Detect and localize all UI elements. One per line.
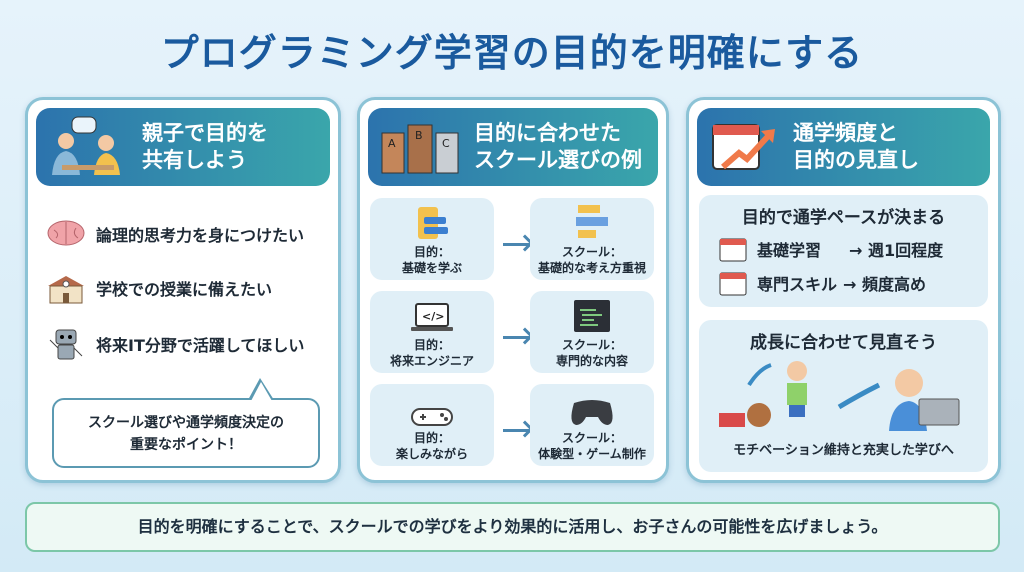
school-text: 体験型・ゲーム制作	[538, 447, 646, 461]
card-share-goals: 親子で目的を共有しよう 論理的思考力を身につけたい 学校での授業に備えたい 将来…	[25, 97, 341, 483]
header-line: 通学頻度と	[793, 121, 898, 145]
goal-label: 目的：	[413, 245, 450, 259]
school-text: 基礎的な考え方重視	[537, 261, 646, 275]
goal-label: 目的：	[413, 338, 450, 352]
panel-title: 成長に合わせて見直そう	[750, 333, 937, 353]
goal-text: 基礎を学ぶ	[401, 261, 462, 275]
school-box: スクール： 体験型・ゲーム制作	[530, 384, 654, 466]
arrow-icon	[503, 429, 529, 432]
goal-text: 楽しみながら	[395, 447, 468, 461]
goal-box: 目的： 基礎を学ぶ	[370, 198, 494, 280]
goal-text: 将来IT分野で活躍してほしい	[96, 336, 305, 355]
goal-box: </> 目的： 将来エンジニア	[370, 291, 494, 373]
panel-caption: モチベーション維持と充実した学びへ	[733, 443, 954, 458]
brain-icon	[47, 220, 85, 246]
pace-panel: 目的で通学ペースが決まる 基礎学習 → 週1回程度 専門スキル → 頻度高め	[699, 195, 988, 307]
calendar-growth-icon	[712, 124, 775, 170]
header-line: 目的に合わせた	[474, 121, 621, 145]
calendar-icon	[719, 238, 747, 262]
school-box: スクール： 基礎的な考え方重視	[530, 198, 654, 280]
code-blocks-icon	[576, 205, 608, 238]
pace-right: → 週1回程度	[849, 241, 944, 260]
parent-child-talk-icon	[52, 116, 120, 175]
block-programming-icon	[418, 207, 448, 239]
card-header: 通学頻度と目的の見直し	[697, 108, 990, 186]
school-box: スクール： 専門的な内容	[530, 291, 654, 373]
goal-item: 学校での授業に備えたい	[46, 272, 272, 304]
arrow-icon	[503, 336, 529, 339]
pace-left: 基礎学習	[757, 241, 822, 260]
page-title: プログラミング学習の目的を明確にする	[160, 31, 864, 75]
goal-item: 論理的思考力を身につけたい	[46, 218, 304, 250]
card-frequency-review: 通学頻度と目的の見直し 目的で通学ペースが決まる 基礎学習 → 週1回程度 専門ス…	[686, 97, 1001, 483]
header-line: 共有しよう	[142, 148, 247, 172]
calendar-icon	[719, 272, 747, 296]
bubble-line: スクール選びや通学頻度決定の	[88, 415, 284, 431]
goal-text: 学校での授業に備えたい	[96, 280, 273, 299]
panel-title: 目的で通学ペースが決まる	[741, 208, 946, 228]
child-growth-illustration	[718, 361, 959, 431]
svg-text:B: B	[415, 129, 423, 142]
card-school-examples: A B C 目的に合わせたスクール選びの例 目的： 基礎を学ぶ スクール： 基礎的な考え…	[357, 97, 669, 483]
school-label: スクール：	[561, 431, 622, 445]
goal-text: 将来エンジニア	[389, 354, 474, 368]
school-label: スクール：	[561, 245, 622, 259]
svg-text:A: A	[388, 137, 396, 150]
key-point-bubble: スクール選びや通学頻度決定の重要なポイント！	[52, 398, 320, 468]
arrow-icon	[503, 243, 529, 246]
gamepad-icon	[411, 408, 453, 426]
card-header: A B C 目的に合わせたスクール選びの例	[368, 108, 658, 186]
school-icon	[48, 276, 84, 304]
header-line: スクール選びの例	[474, 148, 642, 172]
summary-banner: 目的を明確にすることで、スクールでの学びをより効果的に活用し、お子さんの可能性を…	[25, 502, 1000, 552]
pace-row: 専門スキル → 頻度高め	[719, 270, 988, 296]
goal-label: 目的：	[413, 431, 450, 445]
goal-text: 論理的思考力を身につけたい	[96, 226, 305, 245]
robot-icon	[49, 329, 83, 360]
goal-item: 将来IT分野で活躍してほしい	[46, 326, 304, 362]
school-label: スクール：	[561, 338, 622, 352]
header-line: 目的の見直し	[793, 148, 919, 172]
game-controller-icon	[571, 400, 613, 425]
goal-box: 目的： 楽しみながら	[370, 384, 494, 466]
svg-text:C: C	[442, 137, 450, 150]
header-line: 親子で目的を	[142, 121, 268, 145]
doors-abc-icon: A B C	[381, 124, 459, 174]
code-editor-icon	[574, 300, 610, 332]
pace-left: 専門スキル	[757, 275, 838, 294]
school-text: 専門的な内容	[555, 354, 628, 368]
pace-row: 基礎学習 → 週1回程度	[719, 236, 988, 262]
review-panel: 成長に合わせて見直そう モチベーション維持と充実した学びへ	[699, 320, 988, 472]
bubble-line: 重要なポイント！	[130, 437, 242, 453]
svg-text:</>: </>	[422, 310, 444, 323]
laptop-code-icon: </>	[411, 303, 453, 331]
bubble-tail-fill	[251, 382, 272, 401]
pace-right: → 頻度高め	[843, 275, 926, 294]
card-header: 親子で目的を共有しよう	[36, 108, 330, 186]
